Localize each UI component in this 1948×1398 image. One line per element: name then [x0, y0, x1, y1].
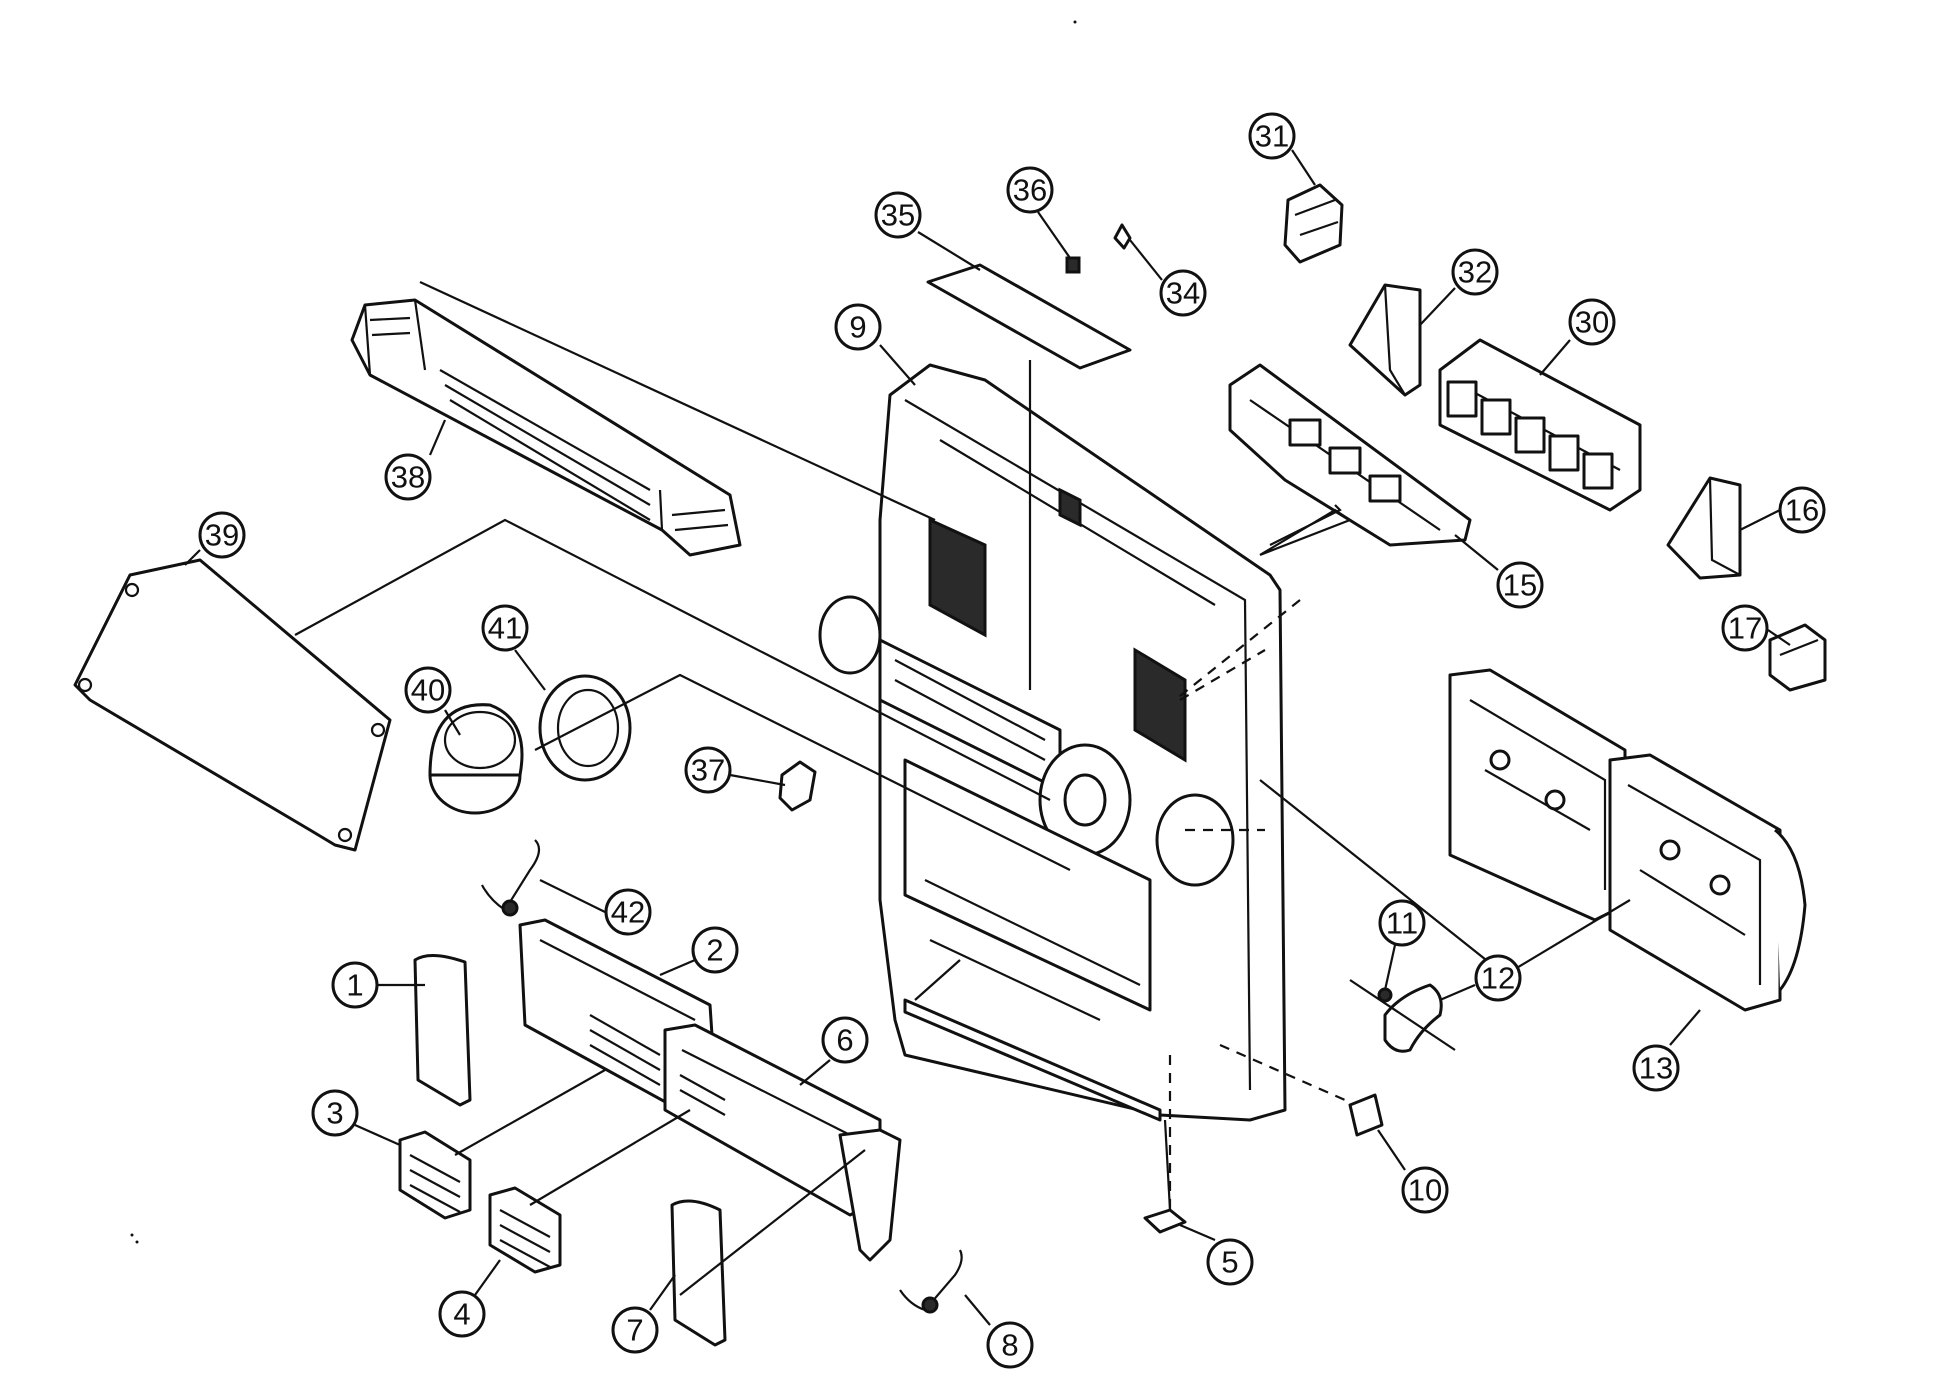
- part-39: [73, 558, 392, 852]
- callout-circle: [198, 511, 246, 559]
- callout-label: 6: [836, 1023, 853, 1058]
- part-5: [1143, 1208, 1187, 1234]
- callout-circle: [834, 303, 882, 351]
- callout-label: 1: [346, 968, 363, 1003]
- part-16: [1666, 476, 1742, 580]
- callout-circle: [611, 1306, 659, 1354]
- callout-circle: [1401, 1166, 1449, 1214]
- callout-circle: [331, 961, 379, 1009]
- callout-label: 13: [1639, 1051, 1673, 1086]
- part-3: [398, 1130, 472, 1220]
- callout-circle: [404, 666, 452, 714]
- callout-circle: [986, 1321, 1034, 1369]
- callout-circle: [821, 1016, 869, 1064]
- callout-circle: [481, 604, 529, 652]
- callout-label: 9: [849, 310, 866, 345]
- part-8: [899, 1249, 963, 1314]
- callout-circle: [684, 746, 732, 794]
- callout-circle: [604, 888, 652, 936]
- part-4: [488, 1186, 562, 1274]
- part-9: [818, 363, 1287, 1122]
- callout-circle: [1632, 1044, 1680, 1092]
- callout-circle: [438, 1290, 486, 1338]
- callout-label: 32: [1458, 255, 1492, 290]
- callout-label: 41: [488, 611, 522, 646]
- callout-label: 16: [1785, 493, 1819, 528]
- part-30: [1438, 338, 1642, 512]
- callout-label: 15: [1503, 568, 1537, 603]
- callout-circle: [1006, 166, 1054, 214]
- callout-circle: [1159, 269, 1207, 317]
- callout-label: 39: [205, 518, 239, 553]
- callout-circle: [1474, 954, 1522, 1002]
- callout-label: 5: [1221, 1245, 1238, 1280]
- callout-label: 40: [411, 673, 445, 708]
- callout-circle: [1721, 604, 1769, 652]
- part-12: [1383, 983, 1443, 1053]
- callout-label: 12: [1481, 961, 1515, 996]
- callout-circle: [384, 453, 432, 501]
- part-13: [1448, 668, 1807, 1012]
- callout-label: 36: [1013, 173, 1047, 208]
- callout-circle: [1451, 248, 1499, 296]
- part-42: [481, 839, 541, 917]
- callout-circle: [1496, 561, 1544, 609]
- callout-label: 11: [1386, 906, 1418, 941]
- callout-circle: [1378, 899, 1426, 947]
- callout-label: 37: [691, 753, 725, 788]
- part-15: [1228, 363, 1472, 547]
- callout-label: 38: [391, 460, 425, 495]
- callout-label: 8: [1001, 1328, 1018, 1363]
- part-34: [1113, 223, 1132, 250]
- callout-circle: [691, 926, 739, 974]
- callout-circle: [1206, 1238, 1254, 1286]
- callout-label: 10: [1408, 1173, 1442, 1208]
- callout-circle: [874, 191, 922, 239]
- callout-circle: [1568, 298, 1616, 346]
- callout-label: 34: [1166, 276, 1200, 311]
- part-32: [1348, 283, 1422, 397]
- part-36: [1065, 256, 1081, 274]
- part-38: [350, 298, 742, 557]
- callout-label: 35: [881, 198, 915, 233]
- callout-circle: [1778, 486, 1826, 534]
- callout-circle: [311, 1089, 359, 1137]
- part-11: [1377, 987, 1393, 1003]
- part-1: [413, 954, 472, 1107]
- part-7: [670, 1199, 727, 1347]
- scan-marks: [130, 20, 1077, 1244]
- part-40: [428, 703, 524, 815]
- part-37: [778, 760, 817, 812]
- callout-label: 31: [1255, 119, 1289, 154]
- callout-label: 42: [611, 895, 645, 930]
- callout-label: 7: [626, 1313, 643, 1348]
- part-6: [663, 1023, 902, 1262]
- callout-label: 30: [1575, 305, 1609, 340]
- part-17: [1768, 623, 1827, 692]
- callout-label: 2: [706, 933, 723, 968]
- callouts: 1 2 3 4 5 6 7 8 9 10 11 12: [184, 112, 1826, 1369]
- part-10: [1348, 1093, 1384, 1137]
- callout-label: 4: [453, 1297, 470, 1332]
- part-41: [538, 674, 632, 782]
- assembly-lines: [294, 281, 1631, 1296]
- callout-label: 17: [1728, 611, 1762, 646]
- part-35: [926, 263, 1132, 370]
- callout-circle: [1248, 112, 1296, 160]
- part-31: [1283, 183, 1344, 264]
- callout-label: 3: [326, 1096, 343, 1131]
